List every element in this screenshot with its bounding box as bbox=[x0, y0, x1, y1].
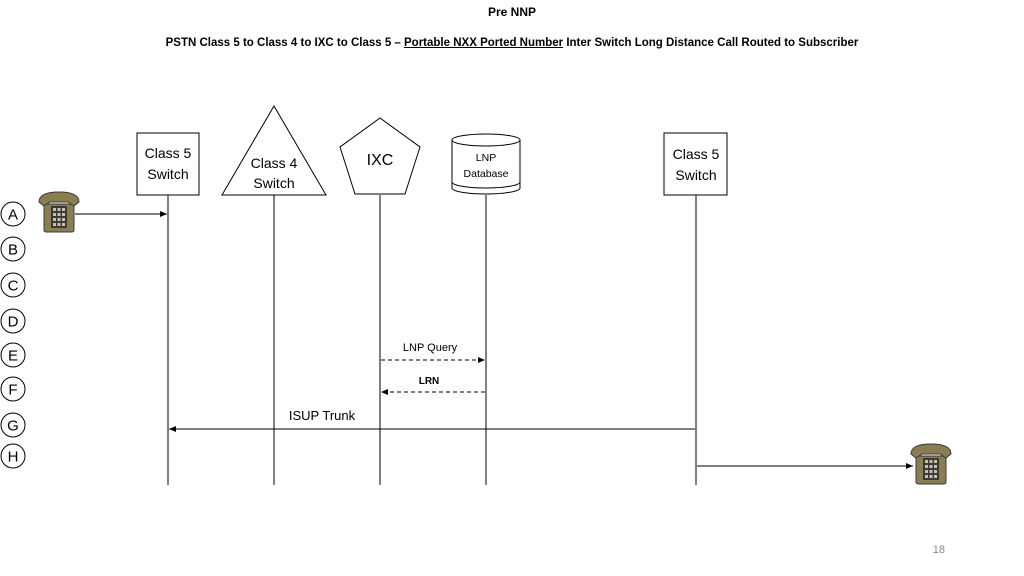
diagram-subtitle: PSTN Class 5 to Class 4 to IXC to Class … bbox=[0, 37, 1024, 49]
step-g: G bbox=[0, 412, 26, 438]
page-number: 18 bbox=[932, 544, 945, 556]
subscriber-phone-icon bbox=[910, 443, 952, 485]
isup-trunk-label: ISUP Trunk bbox=[289, 408, 356, 423]
subtitle-part1: PSTN Class 5 to Class 4 to IXC to Class … bbox=[165, 37, 405, 49]
step-a: A bbox=[0, 201, 26, 227]
subtitle-underlined: Portable NXX Ported Number bbox=[404, 37, 564, 49]
step-b: B bbox=[0, 236, 26, 262]
class5-left-line1: Class 5 bbox=[145, 145, 192, 161]
step-e-label: E bbox=[8, 348, 18, 365]
ixc-node: IXC bbox=[339, 117, 421, 195]
class4-switch-node: Class 4 Switch bbox=[221, 105, 327, 196]
step-f-label: F bbox=[8, 382, 17, 399]
step-c: C bbox=[0, 272, 26, 298]
lnp-database-node: LNP Database bbox=[451, 133, 521, 195]
step-e: E bbox=[0, 342, 26, 368]
lnp-query-label: LNP Query bbox=[403, 342, 458, 354]
caller-phone-icon bbox=[38, 191, 80, 233]
step-h: H bbox=[0, 443, 26, 469]
class5-switch-right-node: Class 5 Switch bbox=[663, 132, 728, 196]
lnp-db-line1: LNP bbox=[476, 152, 496, 164]
step-d-label: D bbox=[8, 314, 19, 331]
step-c-label: C bbox=[8, 278, 19, 295]
lnp-db-line2: Database bbox=[464, 168, 509, 180]
ixc-label: IXC bbox=[367, 152, 394, 169]
class5-switch-left-node: Class 5 Switch bbox=[136, 132, 200, 196]
class5-left-line2: Switch bbox=[147, 166, 188, 182]
class4-line2: Switch bbox=[253, 175, 294, 191]
step-g-label: G bbox=[7, 418, 19, 435]
step-h-label: H bbox=[8, 449, 19, 466]
subtitle-part2: Inter Switch Long Distance Call Routed t… bbox=[563, 37, 859, 49]
class4-line1: Class 4 bbox=[251, 155, 298, 171]
pre-title: Pre NNP bbox=[487, 5, 537, 19]
step-f: F bbox=[0, 376, 26, 402]
class5-right-line2: Switch bbox=[675, 167, 716, 183]
step-b-label: B bbox=[8, 242, 18, 259]
lrn-label: LRN bbox=[419, 376, 440, 387]
step-a-label: A bbox=[8, 207, 18, 224]
class5-right-line1: Class 5 bbox=[673, 146, 720, 162]
step-d: D bbox=[0, 308, 26, 334]
